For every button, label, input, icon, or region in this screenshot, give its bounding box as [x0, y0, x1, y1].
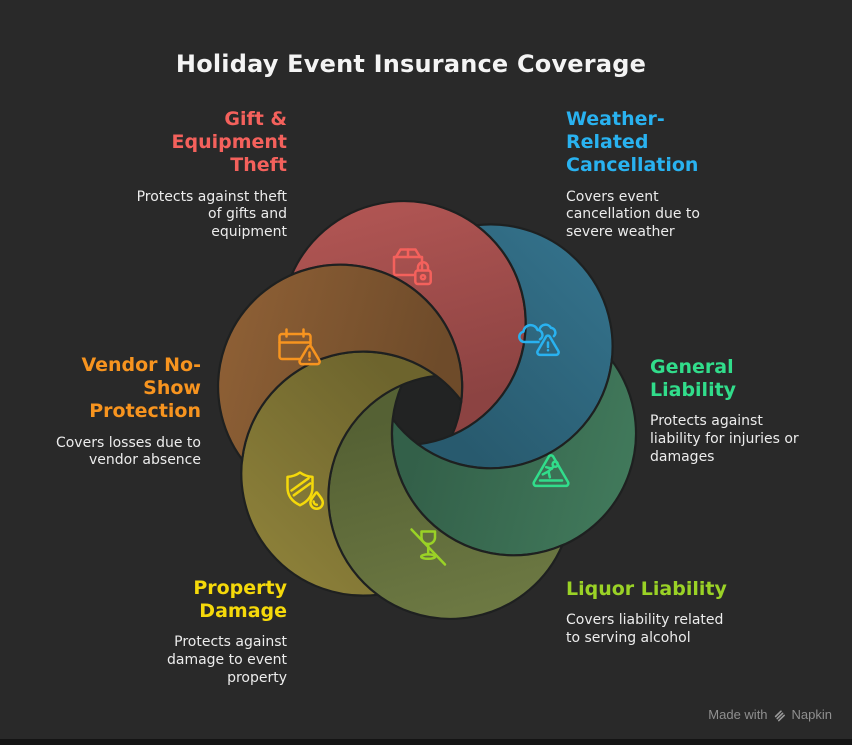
calendar-warning-icon [278, 328, 321, 366]
section-gift-equipment-theft: Gift & Equipment Theft Protects against … [57, 108, 287, 242]
bottom-border [0, 739, 852, 745]
section-property-damage: Property Damage Protects against damage … [67, 577, 287, 688]
watermark-brand: Napkin [791, 707, 832, 722]
section-heading: Gift & Equipment Theft [171, 108, 287, 177]
section-heading: General Liability [650, 356, 737, 402]
slip-hazard-icon [532, 454, 570, 488]
watermark-prefix: Made with [708, 707, 768, 722]
section-vendor-no-show: Vendor No- Show Protection Covers losses… [0, 354, 201, 470]
section-general-liability: General Liability Protects against liabi… [650, 356, 845, 467]
package-lock-icon [392, 248, 432, 286]
napkin-logo-icon [774, 709, 785, 721]
center-hole [393, 376, 461, 444]
section-weather-cancellation: Weather- Related Cancellation Covers eve… [566, 108, 796, 242]
section-description: Protects against liability for injuries … [650, 413, 799, 466]
shield-fire-icon [286, 471, 325, 511]
section-heading: Property Damage [193, 577, 287, 623]
section-liquor-liability: Liquor Liability Covers liability relate… [566, 578, 816, 648]
petal-group [217, 200, 637, 620]
section-description: Covers losses due to vendor absence [55, 434, 201, 469]
section-heading: Liquor Liability [566, 578, 727, 600]
section-description: Covers event cancellation due to severe … [566, 188, 700, 241]
page-title: Holiday Event Insurance Coverage [175, 50, 647, 78]
section-description: Covers liability related to serving alco… [566, 612, 724, 647]
section-heading: Vendor No- Show Protection [81, 354, 201, 423]
napkin-watermark[interactable]: Made with Napkin [708, 707, 832, 722]
section-description: Protects against damage to event propert… [166, 634, 287, 687]
storm-warning-icon [518, 323, 560, 357]
no-alcohol-icon [410, 528, 447, 566]
section-heading: Weather- Related Cancellation [566, 108, 699, 177]
section-description: Protects against theft of gifts and equi… [136, 188, 287, 241]
